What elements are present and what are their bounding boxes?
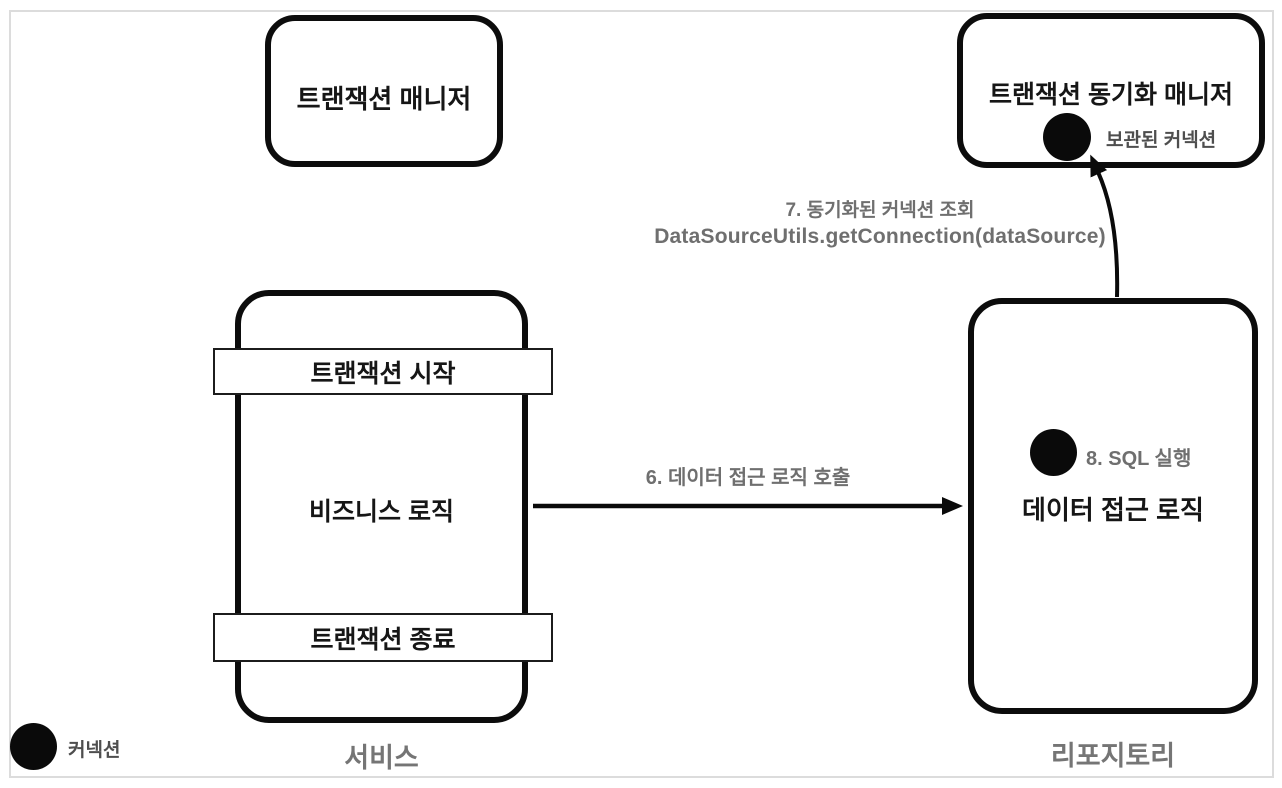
data-access-logic-label: 데이터 접근 로직 [1022,495,1204,525]
service-caption: 서비스 [344,743,419,773]
step7-label-line2: DataSourceUtils.getConnection(dataSource… [654,225,1106,248]
step6-arrow-label: 6. 데이터 접근 로직 호출 [645,467,851,489]
repository-box: 데이터 접근 로직 [968,298,1258,714]
transaction-manager-label: 트랜잭션 매니저 [296,84,472,114]
transaction-manager-box: 트랜잭션 매니저 [265,15,503,167]
stored-connection-label: 보관된 커넥션 [1106,130,1217,151]
sql-connection-dot-icon [1030,429,1077,476]
transaction-sync-manager-label: 트랜잭션 동기화 매니저 [989,81,1233,109]
legend-connection-dot-icon [10,723,57,770]
sql-execute-label: 8. SQL 실행 [1086,448,1192,470]
transaction-start-label: 트랜잭션 시작 [310,359,456,388]
transaction-sync-manager-box: 트랜잭션 동기화 매니저 [957,13,1265,168]
stored-connection-dot-icon [1043,113,1091,161]
business-logic-label: 비즈니스 로직 [309,498,454,526]
step7-label-line1: 7. 동기화된 커넥션 조회 [785,200,975,221]
step7-arrow-label: 7. 동기화된 커넥션 조회 DataSourceUtils.getConnec… [650,195,1110,249]
transaction-end-bar: 트랜잭션 종료 [213,613,553,662]
repository-caption: 리포지토리 [1050,741,1176,771]
transaction-start-bar: 트랜잭션 시작 [213,348,553,395]
legend-connection-label: 커넥션 [68,740,121,761]
transaction-end-label: 트랜잭션 종료 [310,625,456,654]
